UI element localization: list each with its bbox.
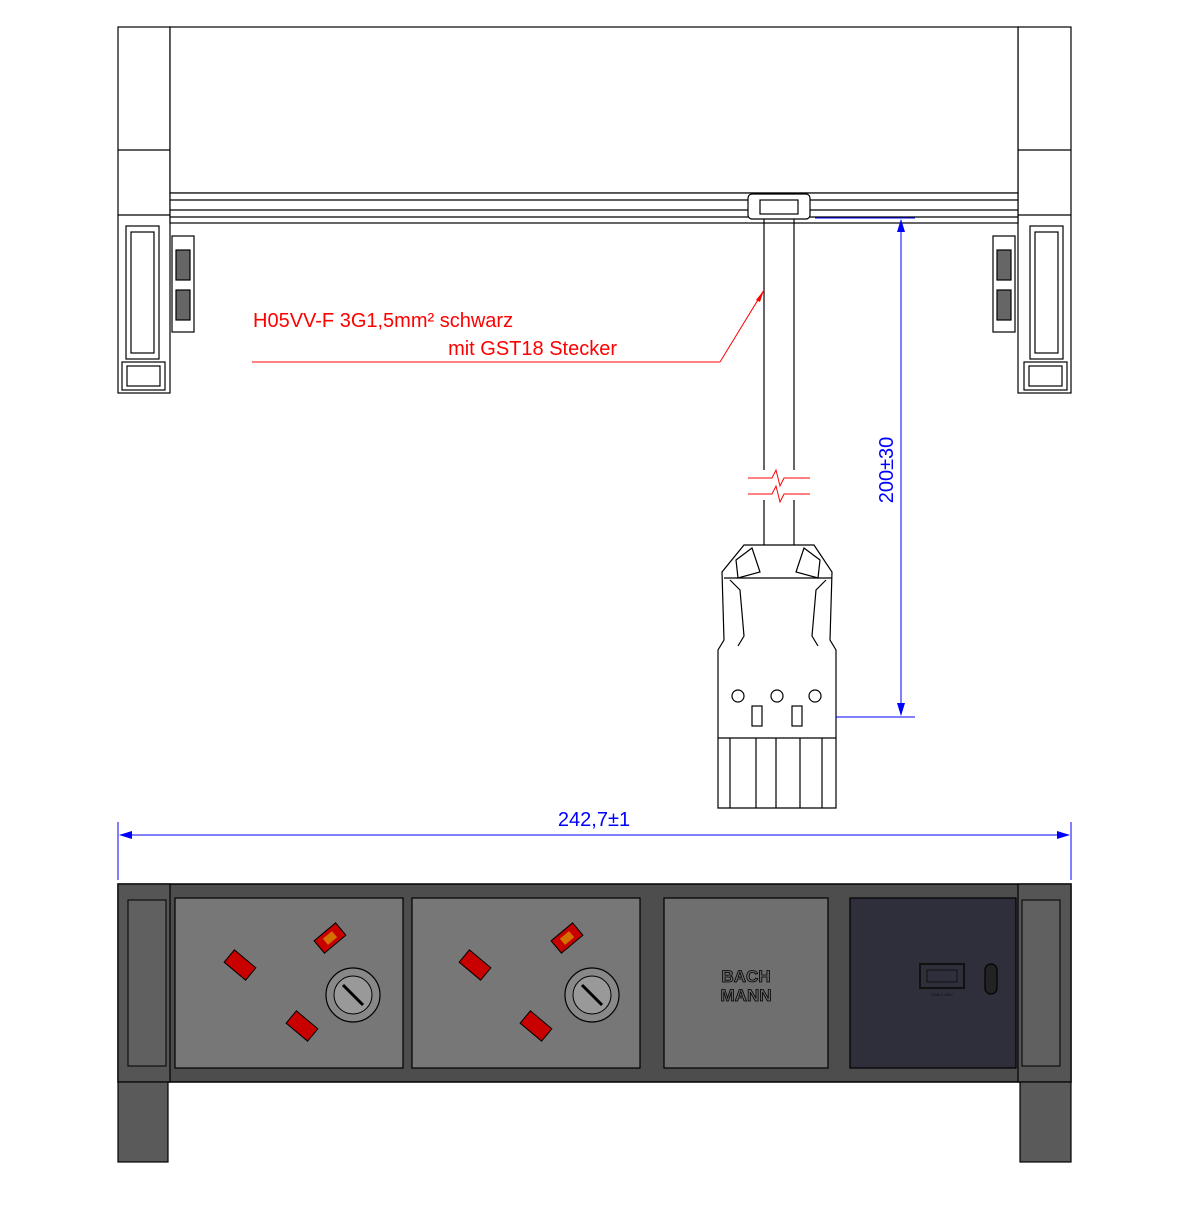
power-cable	[763, 219, 795, 545]
right-end-cap	[992, 26, 1072, 394]
left-end-cap	[117, 26, 195, 394]
logo-module: BACH MANN	[663, 897, 829, 1069]
cable-callout: H05VV-F 3G1,5mm² schwarz mit GST18 Steck…	[252, 289, 765, 363]
socket-1-live-slot	[223, 949, 257, 981]
cable-gland	[747, 193, 811, 220]
usb-module: USB-C 65W	[849, 897, 1017, 1069]
usb-c-port	[984, 963, 998, 995]
housing-body	[169, 26, 1019, 224]
socket-module-1	[174, 897, 404, 1069]
height-dimension: 200±30	[815, 217, 915, 718]
width-dimension: 242,7±1	[117, 809, 1072, 880]
callout-line-1: H05VV-F 3G1,5mm² schwarz	[253, 310, 513, 332]
socket-2-live-slot	[458, 949, 492, 981]
logo-line-2: MANN	[721, 986, 772, 1005]
socket-2-neutral-slot	[519, 1010, 553, 1042]
height-dimension-label: 200±30	[876, 437, 898, 504]
cable-break-marks	[748, 468, 810, 504]
socket-module-2	[411, 897, 641, 1069]
usb-label: USB-C 65W	[931, 992, 953, 997]
right-foot	[1019, 1081, 1072, 1163]
logo-line-1: BACH	[721, 967, 770, 986]
socket-1-neutral-slot	[285, 1010, 319, 1042]
callout-line-2: mit GST18 Stecker	[448, 338, 617, 360]
usb-symbol-icon	[919, 963, 965, 989]
left-foot	[117, 1081, 169, 1163]
top-view	[117, 26, 1072, 809]
front-view: BACH MANN USB-C 65W	[117, 883, 1072, 1163]
gst18-plug	[717, 544, 837, 809]
width-dimension-label: 242,7±1	[558, 809, 630, 831]
